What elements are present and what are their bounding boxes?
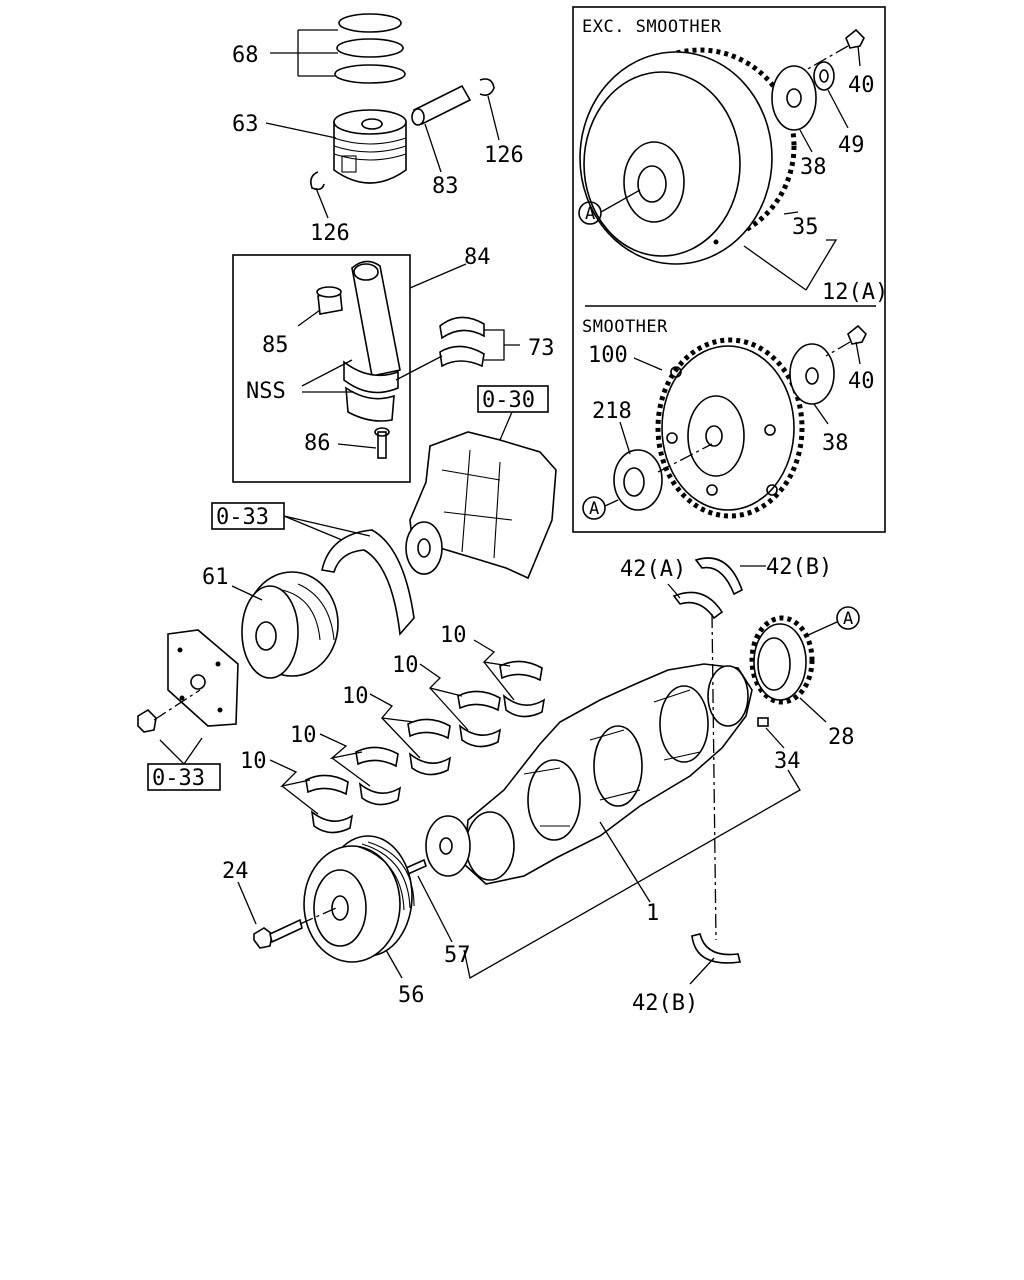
label-conrod-bolt: 86 — [304, 431, 331, 456]
water-pump-housing — [405, 431, 557, 580]
conrod-bushing — [316, 286, 343, 315]
thrust-a-leader — [667, 583, 681, 599]
main-bearings — [305, 660, 546, 834]
label-conrod-bearing: 73 — [528, 336, 555, 361]
label-rings: 68 — [232, 43, 259, 68]
label-main-bearing-4: 10 — [290, 723, 317, 748]
label-pin-57: 57 — [444, 943, 471, 968]
belt — [321, 529, 415, 636]
label-piston-pin: 83 — [432, 174, 459, 199]
water-pump-leader — [499, 411, 513, 441]
label-thrust-b-bottom: 42(B) — [632, 991, 698, 1016]
thrust-bearing-b-bottom — [691, 933, 741, 964]
piston-leaders — [265, 29, 500, 219]
crankshaft — [425, 663, 753, 885]
thrust-bearing-b-top — [694, 557, 743, 596]
crankshaft-leader — [599, 821, 651, 903]
label-sm-flywheel: 100 — [588, 343, 628, 368]
piston-rings — [334, 13, 406, 84]
crankshaft-group-bracket — [463, 769, 801, 980]
title-exc-smoother: EXC. SMOOTHER — [582, 17, 722, 37]
sm-adapter — [613, 443, 713, 511]
label-sm-mark-a: A — [589, 499, 600, 519]
label-crankshaft: 1 — [646, 901, 659, 926]
bolt-24-leader — [237, 881, 257, 925]
engine-plate — [167, 629, 239, 727]
sm-bolt — [825, 324, 867, 357]
mark-a-gear — [805, 606, 860, 637]
label-main-bearing-5: 10 — [240, 749, 267, 774]
snap-ring-left — [310, 171, 325, 191]
exc-plate — [771, 65, 817, 131]
label-mark-a-gear: A — [843, 609, 854, 629]
label-snap-ring-right: 126 — [484, 143, 524, 168]
label-ref-water-pump: 0-30 — [482, 388, 535, 413]
snap-ring-right — [479, 78, 495, 96]
label-main-bearing-1: 10 — [440, 623, 467, 648]
ref-box-water-pump — [477, 385, 549, 413]
label-sm-bolt: 40 — [848, 369, 875, 394]
diagram-labels: 68 63 83 126 126 84 85 73 NSS 86 0-30 0-… — [152, 17, 888, 1016]
label-snap-ring-left: 126 — [310, 221, 350, 246]
label-nss: NSS — [246, 379, 286, 404]
pulley-61-leader — [231, 585, 263, 601]
label-ref-plate: 0-33 — [152, 766, 205, 791]
label-conrod-bushing: 85 — [262, 333, 289, 358]
label-pin-34: 34 — [774, 749, 801, 774]
piston-pin — [411, 84, 472, 126]
label-main-bearing-2: 10 — [392, 653, 419, 678]
label-thrust-b-top: 42(B) — [766, 555, 832, 580]
exc-flywheel — [579, 47, 797, 265]
belt-leaders — [283, 515, 371, 541]
crank-gear-leader — [799, 697, 827, 723]
label-exc-flywheel: 12(A) — [822, 280, 888, 305]
sm-flywheel — [655, 337, 805, 519]
label-pulley-61: 61 — [202, 565, 229, 590]
thrust-centerline — [711, 613, 717, 941]
crank-gear — [749, 615, 815, 705]
knock-pin-34 — [757, 717, 769, 727]
pulley-61 — [241, 571, 339, 679]
label-exc-mark-a: A — [585, 204, 596, 224]
crank-pulley-leader — [385, 949, 403, 979]
label-sm-adapter: 218 — [592, 399, 632, 424]
label-exc-ring-gear: 35 — [792, 215, 819, 240]
thrust-bearing-a — [672, 591, 724, 620]
label-thrust-a: 42(A) — [620, 557, 686, 582]
exc-leaders — [578, 45, 861, 291]
label-exc-bearing: 49 — [838, 133, 865, 158]
plate-bolt — [137, 689, 201, 733]
conrod-bearing-shells — [439, 316, 485, 368]
conrod-leaders — [297, 263, 520, 449]
label-crank-pulley: 56 — [398, 983, 425, 1008]
thrust-b-bottom-leader — [689, 957, 715, 985]
label-exc-plate: 38 — [800, 155, 827, 180]
plate-leaders — [159, 737, 203, 765]
exc-bolt — [805, 28, 865, 71]
flywheel-panel — [572, 6, 886, 533]
sm-leaders — [582, 341, 861, 520]
label-ref-belt: 0-33 — [216, 505, 269, 530]
conrod — [343, 260, 401, 459]
label-exc-bolt: 40 — [848, 73, 875, 98]
crank-bolt — [253, 907, 337, 949]
main-bearing-leaders — [269, 639, 515, 815]
pin-57-leader — [417, 875, 453, 943]
label-bolt-24: 24 — [222, 859, 249, 884]
piston — [333, 109, 407, 184]
title-smoother: SMOOTHER — [582, 317, 668, 337]
pin-34-leader — [765, 727, 785, 749]
label-piston: 63 — [232, 112, 259, 137]
label-conrod-assy: 84 — [464, 245, 491, 270]
sm-plate — [789, 343, 835, 405]
label-main-bearing-3: 10 — [342, 684, 369, 709]
label-sm-plate: 38 — [822, 431, 849, 456]
label-crank-gear: 28 — [828, 725, 855, 750]
crank-pulley — [303, 835, 415, 963]
exc-bearing — [813, 61, 835, 91]
conrod-box — [232, 254, 411, 483]
